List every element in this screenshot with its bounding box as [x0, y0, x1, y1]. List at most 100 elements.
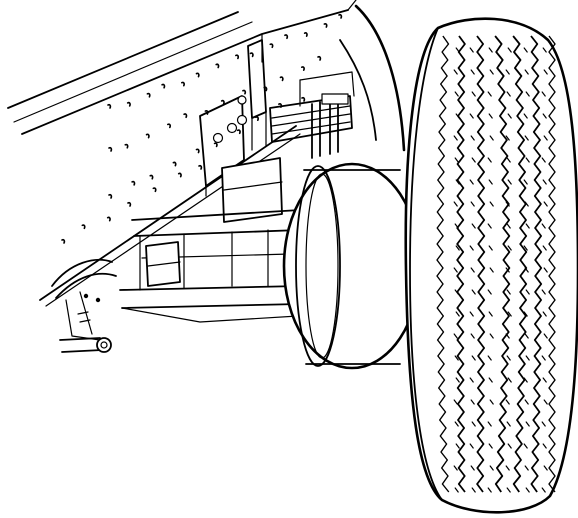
tread-sipe	[487, 487, 492, 493]
tread-sipe	[505, 333, 510, 339]
tread-sipe	[524, 399, 529, 405]
tread-sipe	[453, 69, 458, 75]
tread-sipe	[524, 201, 529, 207]
tread-sipe	[506, 157, 511, 163]
tread-sipe	[471, 157, 476, 163]
tread-sipe	[471, 487, 476, 493]
tread-sipe	[542, 113, 547, 119]
tread-sipe	[542, 47, 547, 53]
tread-sipe	[470, 267, 475, 273]
tread-sipe	[525, 289, 530, 295]
tread-sipe	[543, 465, 548, 471]
tread-sipe	[455, 377, 460, 383]
tread-sipe	[505, 69, 510, 75]
tread-sipe	[543, 135, 548, 141]
tread-sipe	[469, 113, 474, 119]
tread-sipe	[525, 157, 530, 163]
tread-sipe	[470, 69, 475, 75]
tread-sipe	[471, 421, 476, 427]
frame-rivet	[149, 174, 154, 180]
tread-sipe	[488, 245, 493, 251]
leaf-spring	[269, 71, 355, 159]
tread-sipe	[506, 223, 511, 229]
frame-rivet	[107, 103, 112, 109]
tread-sipe	[523, 47, 528, 53]
tread-sipe	[525, 421, 530, 427]
frame-rivet	[126, 101, 131, 107]
tread-sipe	[541, 355, 546, 361]
tread-sipe	[543, 333, 548, 339]
tread-sipe	[454, 487, 459, 493]
outer-tire	[404, 17, 578, 514]
frame-rivet	[131, 180, 136, 186]
tread-sipe	[469, 179, 474, 185]
tread-sipe	[542, 377, 547, 383]
frame-rivet	[183, 113, 188, 119]
tread-sipe	[471, 223, 476, 229]
tread-sipe	[525, 355, 530, 361]
frame-rivet	[301, 96, 306, 102]
tread-sipe	[524, 69, 529, 75]
frame-rivet	[215, 63, 220, 69]
tread-sipe	[505, 201, 510, 207]
tread-sipe	[525, 223, 530, 229]
tread-sipe	[489, 399, 494, 405]
frame-rivet	[146, 92, 151, 98]
frame-rivet	[317, 55, 322, 61]
tread-sipe	[488, 443, 493, 449]
frame-rivet	[167, 123, 172, 129]
inner-dual-tire	[339, 4, 406, 152]
frame-rivet	[180, 81, 185, 87]
mounting-bracket	[199, 95, 248, 197]
tread-groove	[476, 35, 486, 493]
frame-rivet	[198, 164, 203, 170]
tread-sipe	[543, 267, 548, 273]
frame-rivet	[279, 76, 284, 82]
tread-sipe	[542, 179, 547, 185]
tread-sipe	[507, 47, 512, 53]
tread-sipe	[487, 223, 492, 229]
frame-rivet	[81, 224, 86, 230]
frame-rivet	[303, 32, 308, 37]
tread-sipe	[489, 333, 494, 339]
tread-sipe	[455, 245, 460, 251]
tread-sipe	[488, 311, 493, 317]
tread-sipe	[453, 465, 458, 471]
frame-rivet	[323, 23, 328, 28]
frame-rivet	[145, 133, 150, 139]
tread-sipe	[505, 399, 510, 405]
tread-sipe	[488, 47, 493, 53]
tread-sipe	[489, 267, 494, 273]
tread-sipe	[469, 47, 474, 53]
tread-sipe	[487, 355, 492, 361]
tread-sipe	[505, 135, 510, 141]
tread-sipe	[454, 289, 459, 295]
tread-sipe	[543, 69, 548, 75]
frame-rivet	[108, 193, 113, 199]
tread-groove	[530, 35, 543, 493]
frame-rivet	[195, 148, 200, 154]
tread-sipe	[453, 333, 458, 339]
tire-tread	[436, 35, 556, 493]
tread-sipe	[455, 113, 460, 119]
tread-sipe	[471, 91, 476, 97]
tread-sipe	[454, 355, 459, 361]
frame-rivets	[61, 13, 343, 244]
tread-sipe	[471, 355, 476, 361]
tread-sipe	[524, 465, 529, 471]
tread-sipe	[505, 465, 510, 471]
tread-sipe	[542, 245, 547, 251]
tread-sipe	[506, 487, 511, 493]
tread-sipe	[489, 135, 494, 141]
tread-sipe	[543, 201, 548, 207]
frame-rivet	[249, 52, 254, 58]
frame-rivet	[177, 172, 182, 178]
tread-sipe	[488, 113, 493, 119]
tread-sipe	[543, 399, 548, 405]
axle-housing	[119, 157, 301, 323]
tread-sipe	[455, 311, 460, 317]
spring-hanger	[247, 39, 267, 151]
tread-groove	[494, 35, 511, 493]
frame-rivet	[152, 187, 157, 193]
